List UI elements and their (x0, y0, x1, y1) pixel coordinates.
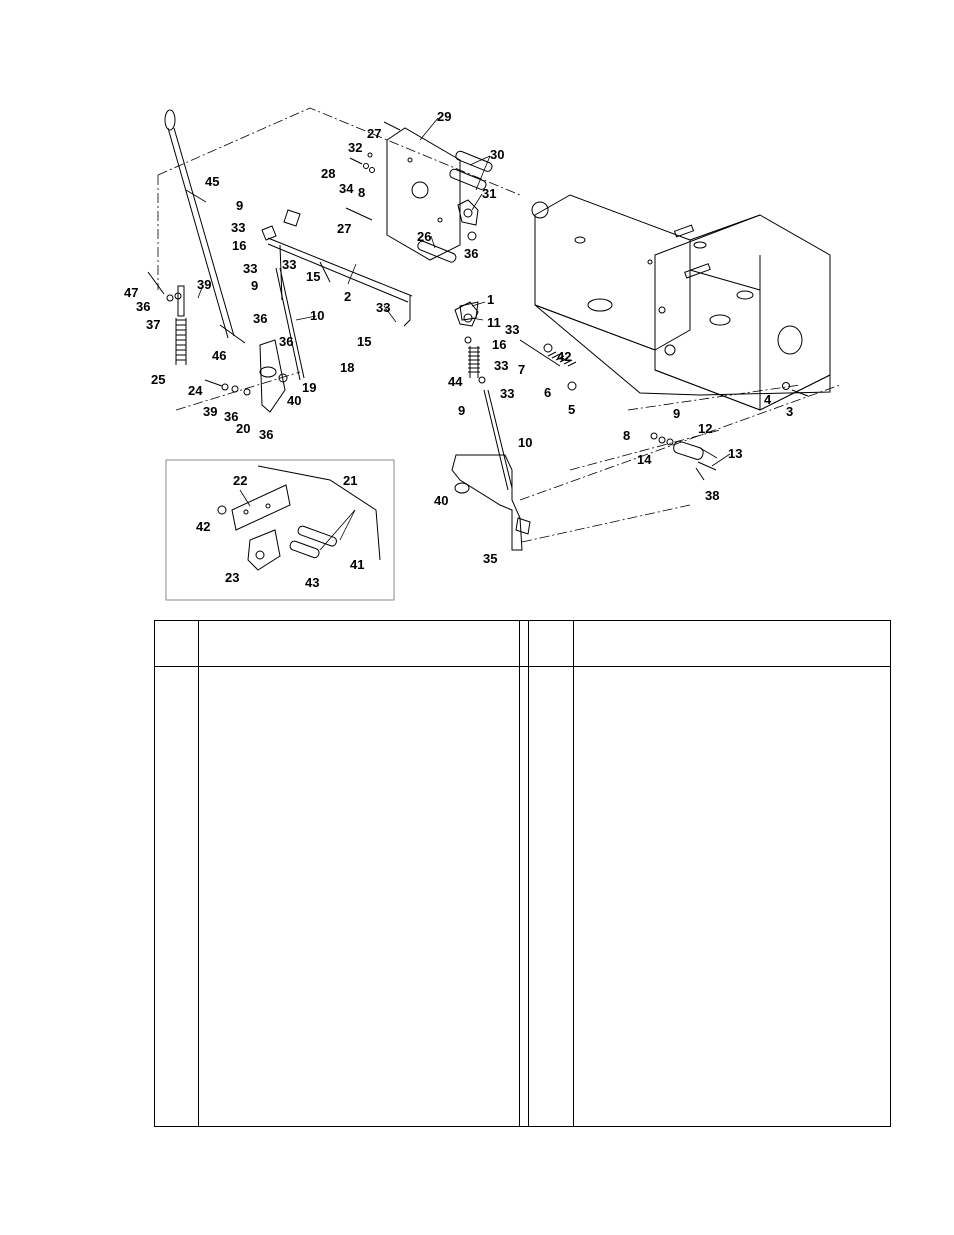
callout-10-center: 10 (518, 435, 532, 450)
cross-shaft (267, 209, 413, 327)
callout-9-c: 9 (458, 403, 465, 418)
callout-14: 14 (637, 452, 652, 467)
callout-7: 7 (518, 362, 525, 377)
leader-lines (185, 117, 731, 551)
callout-40-b: 40 (434, 493, 448, 508)
callout-13: 13 (728, 446, 742, 461)
rod-and-spring (459, 301, 577, 391)
callout-23: 23 (225, 570, 239, 585)
callout-25: 25 (151, 372, 165, 387)
callout-22: 22 (233, 473, 247, 488)
callout-31: 31 (482, 186, 496, 201)
callout-8-right: 8 (623, 428, 630, 443)
table-header-divider (155, 666, 890, 667)
callout-33-c: 33 (282, 257, 296, 272)
callout-21: 21 (343, 473, 357, 488)
callout-2: 2 (344, 289, 351, 304)
callout-3: 3 (786, 404, 793, 419)
callout-28: 28 (321, 166, 335, 181)
control-handle (164, 109, 235, 339)
callout-5: 5 (568, 402, 575, 417)
callout-24: 24 (188, 383, 203, 398)
callout-42-b: 42 (196, 519, 210, 534)
callout-33-d: 33 (376, 300, 390, 315)
table-column-divider (573, 621, 574, 1126)
center-linkage (451, 301, 531, 551)
callout-8-top: 8 (358, 185, 365, 200)
callout-27-bottom: 27 (337, 221, 351, 236)
callout-15-b: 15 (357, 334, 371, 349)
callout-20: 20 (236, 421, 250, 436)
callout-35: 35 (483, 551, 497, 566)
callout-9-b: 9 (251, 278, 258, 293)
callout-37: 37 (146, 317, 160, 332)
callout-16-b: 16 (492, 337, 506, 352)
adjuster-assembly (650, 382, 809, 481)
callout-1: 1 (487, 292, 494, 307)
parts-list-table (154, 620, 891, 1127)
callout-30: 30 (490, 147, 504, 162)
callout-41: 41 (350, 557, 364, 572)
callout-47: 47 (124, 285, 138, 300)
table-column-divider (519, 621, 520, 1126)
callout-18: 18 (340, 360, 354, 375)
callout-32: 32 (348, 140, 362, 155)
callout-15-a: 15 (306, 269, 320, 284)
callout-33-g: 33 (500, 386, 514, 401)
callout-9-a: 9 (236, 198, 243, 213)
callout-42-a: 42 (557, 349, 571, 364)
table-column-divider (528, 621, 529, 1126)
callout-10-left: 10 (310, 308, 324, 323)
callout-33-e: 33 (505, 322, 519, 337)
callout-36-d: 36 (464, 246, 478, 261)
callout-9-d: 9 (673, 406, 680, 421)
callout-33-a: 33 (231, 220, 245, 235)
frame-chassis (531, 194, 831, 411)
callout-36-b: 36 (253, 311, 267, 326)
table-column-divider (198, 621, 199, 1126)
inset-detail (165, 459, 395, 601)
spring-assembly (147, 271, 251, 396)
callout-16-a: 16 (232, 238, 246, 253)
callout-12: 12 (698, 421, 712, 436)
hardware-bolts (345, 121, 401, 221)
callout-36-f: 36 (259, 427, 273, 442)
callout-33-f: 33 (494, 358, 508, 373)
exploded-parts-diagram: 1 2 3 4 5 6 7 8 8 9 9 9 9 10 10 11 12 13… (124, 107, 841, 601)
callout-45: 45 (205, 174, 219, 189)
callout-43: 43 (305, 575, 319, 590)
callout-11: 11 (487, 315, 501, 330)
callout-46: 46 (212, 348, 226, 363)
left-linkage (219, 225, 305, 413)
callout-38: 38 (705, 488, 719, 503)
callout-19: 19 (302, 380, 316, 395)
callout-40-a: 40 (287, 393, 301, 408)
callout-34: 34 (339, 181, 354, 196)
callout-33-b: 33 (243, 261, 257, 276)
callout-6: 6 (544, 385, 551, 400)
callout-36-a: 36 (136, 299, 150, 314)
callout-39-b: 39 (203, 404, 217, 419)
callout-36-e: 36 (224, 409, 238, 424)
callout-labels: 1 2 3 4 5 6 7 8 8 9 9 9 9 10 10 11 12 13… (124, 109, 793, 590)
callout-27-top: 27 (367, 126, 381, 141)
callout-39-a: 39 (197, 277, 211, 292)
callout-36-c: 36 (279, 334, 293, 349)
callout-26: 26 (417, 229, 431, 244)
callout-44: 44 (448, 374, 463, 389)
callout-4: 4 (764, 392, 772, 407)
mounting-plate (386, 127, 493, 263)
callout-29: 29 (437, 109, 451, 124)
